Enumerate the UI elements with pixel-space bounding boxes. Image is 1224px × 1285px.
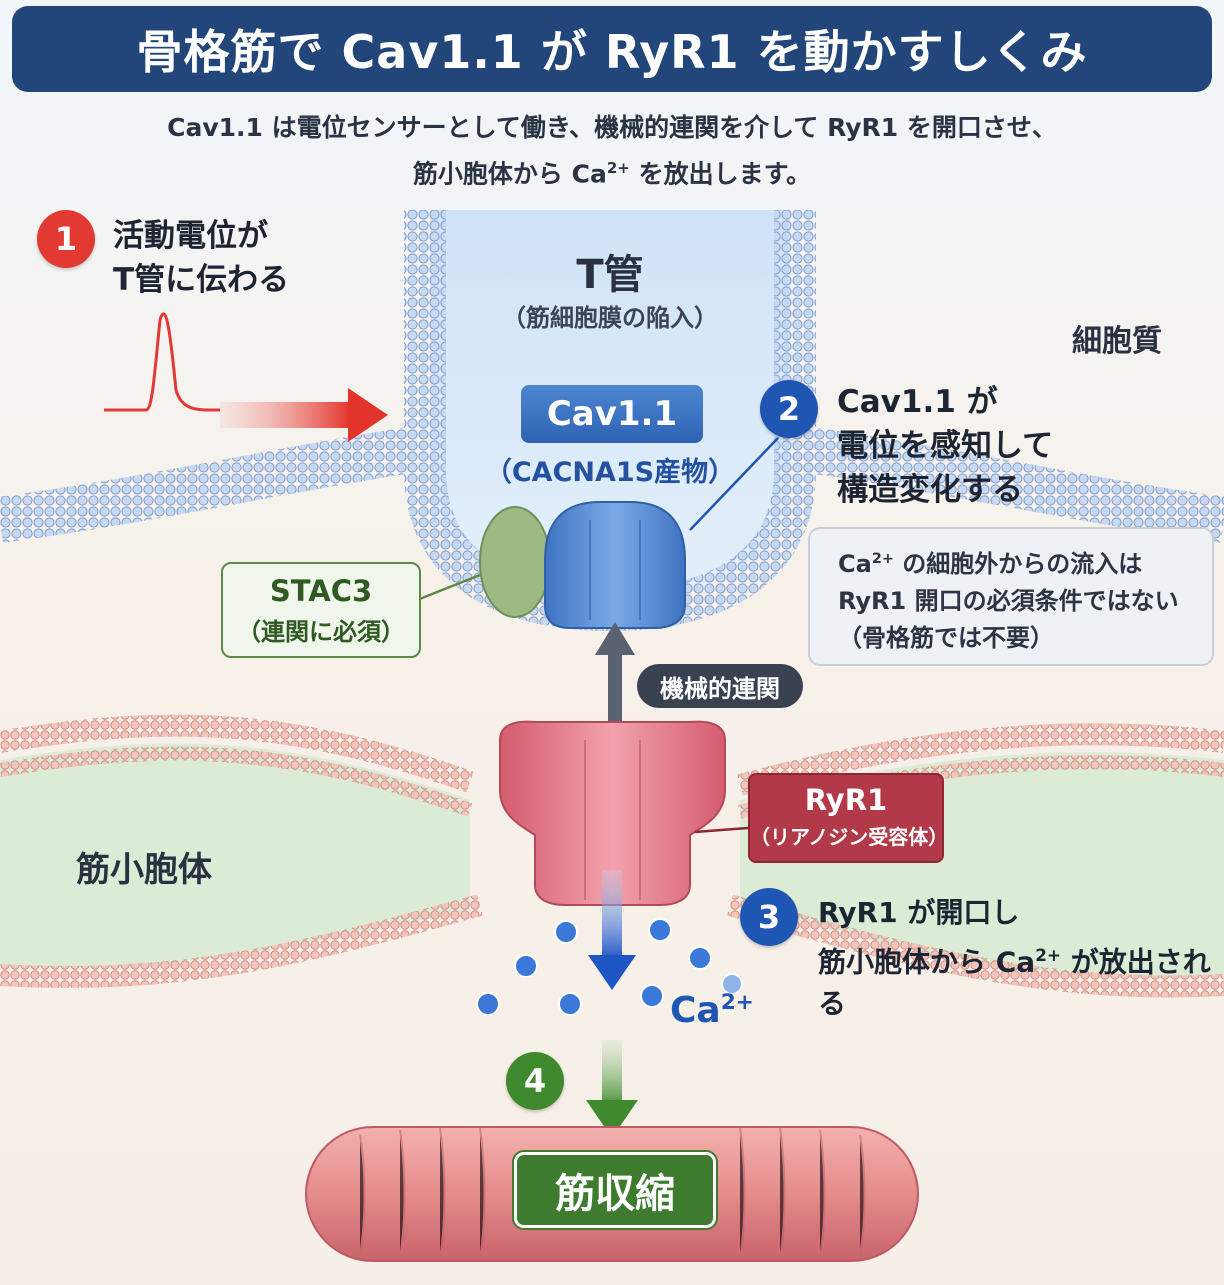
step3-line2: 筋小胞体から Ca2+ が放出される: [818, 934, 1224, 1025]
ca-ion: [648, 918, 672, 942]
cav-sublabel: （CACNA1S産物）: [484, 457, 736, 488]
ca-ion: [554, 920, 578, 944]
ryr-protein: [499, 720, 726, 906]
ca-label: Ca2+: [670, 990, 754, 1031]
coupling-arrow-up: [595, 622, 635, 655]
muscle-striations: [359, 1127, 866, 1261]
red-arrow-head: [348, 388, 388, 442]
sr-membrane-lower-left: [0, 894, 483, 988]
step2-text: Cav1.1 が 電位を感知して 構造変化する: [837, 380, 1053, 512]
cav-protein: [544, 501, 686, 629]
ca-label-sup: 2+: [720, 990, 754, 1015]
blue-arrow-shaft: [602, 870, 622, 960]
sr-membrane-upper-right: [737, 723, 1224, 796]
step3-line2-post: が放出される: [818, 945, 1211, 1021]
blue-arrow-head: [588, 955, 636, 990]
info-line1-pre: Ca: [838, 550, 872, 578]
green-arrow-shaft: [602, 1040, 622, 1108]
step3-line2-pre: 筋小胞体から Ca: [818, 945, 1036, 979]
step1-number: 1: [37, 210, 95, 268]
subtitle-line2-sup: 2+: [606, 159, 630, 177]
ca-ion: [721, 973, 743, 995]
leader-ryr1: [694, 826, 749, 834]
step3-line2-sup: 2+: [1035, 945, 1061, 965]
info-line3: （骨格筋では不要）: [838, 624, 1054, 652]
info-box-text: Ca2+ の細胞外からの流入は RyR1 開口の必須条件ではない （骨格筋では不…: [810, 529, 1212, 657]
step3-line1: RyR1 が開口し: [818, 896, 1020, 929]
step3-number: 3: [740, 888, 798, 946]
subtitle-line1: Cav1.1 は電位センサーとして働き、機械的連関を介して RyR1 を開口させ…: [167, 113, 1057, 142]
ryr1-label-box: RyR1 （リアノジン受容体）: [748, 773, 949, 863]
subtitle-line2: 筋小胞体から Ca2+ を放出します。: [40, 148, 1184, 194]
stac3-label: STAC3: [269, 574, 373, 608]
ca-ion: [558, 992, 582, 1016]
sr-lumen: [0, 743, 470, 967]
ryr1-label: RyR1: [804, 783, 888, 817]
contraction-label: 筋収縮: [514, 1152, 716, 1228]
ca-label-text: Ca: [670, 990, 721, 1031]
stac3-sublabel: （連関に必須）: [237, 618, 405, 646]
info-line1: Ca2+ の細胞外からの流入は: [838, 541, 1212, 583]
sarcolemma-right: [806, 427, 1224, 543]
t-tubule-label: T管: [576, 252, 644, 298]
ca-ion: [688, 946, 712, 970]
subtitle: Cav1.1 は電位センサーとして働き、機械的連関を介して RyR1 を開口させ…: [40, 108, 1184, 194]
action-potential-trace: [104, 312, 221, 412]
page-title: 骨格筋で Cav1.1 が RyR1 を動かすしくみ: [12, 6, 1212, 92]
sr-membrane-upper-left: [0, 714, 474, 793]
step1-line1: 活動電位が: [113, 218, 268, 254]
info-line2: RyR1 開口の必須条件ではない: [838, 587, 1179, 615]
green-arrow-head: [586, 1100, 638, 1138]
step2-line3: 構造変化する: [837, 472, 1023, 508]
t-tubule-sublabel: （筋細胞膜の陥入）: [502, 304, 718, 332]
ryr1-sublabel: （リアノジン受容体）: [750, 825, 949, 849]
info-line1-post: の細胞外からの流入は: [893, 550, 1143, 578]
step2-line1: Cav1.1 が: [837, 384, 998, 420]
sr-membrane-lower-right: [726, 894, 1224, 998]
sarcolemma-left: [0, 427, 414, 543]
leader-stac3: [416, 573, 481, 602]
info-box: Ca2+ の細胞外からの流入は RyR1 開口の必須条件ではない （骨格筋では不…: [808, 527, 1214, 666]
coupling-label: 機械的連関: [637, 664, 803, 708]
step1-line2: T管に伝わる: [113, 262, 290, 298]
step1-text: 活動電位が T管に伝わる: [113, 214, 289, 302]
cav-label: Cav1.1: [521, 385, 703, 443]
ca-ion: [476, 992, 500, 1016]
step3-text: RyR1 が開口し 筋小胞体から Ca2+ が放出される: [818, 892, 1224, 1025]
subtitle-line2-pre: 筋小胞体から Ca: [412, 159, 607, 189]
ca-ion: [640, 984, 664, 1008]
step2-number: 2: [760, 380, 818, 438]
step4-number: 4: [506, 1052, 564, 1110]
stac3-label-box: STAC3 （連関に必須）: [221, 562, 421, 658]
sr-label: 筋小胞体: [76, 850, 212, 890]
leader-step2: [689, 437, 779, 531]
stac3-protein: [479, 506, 551, 618]
step2-line2: 電位を感知して: [837, 428, 1054, 464]
red-arrow-shaft: [220, 402, 350, 428]
cytoplasm-label: 細胞質: [1072, 324, 1162, 359]
subtitle-line2-post: を放出します。: [629, 159, 812, 189]
ca-ion: [514, 954, 538, 978]
info-line1-sup: 2+: [871, 551, 894, 567]
sr-membrane-upper-left-in: [0, 746, 473, 817]
